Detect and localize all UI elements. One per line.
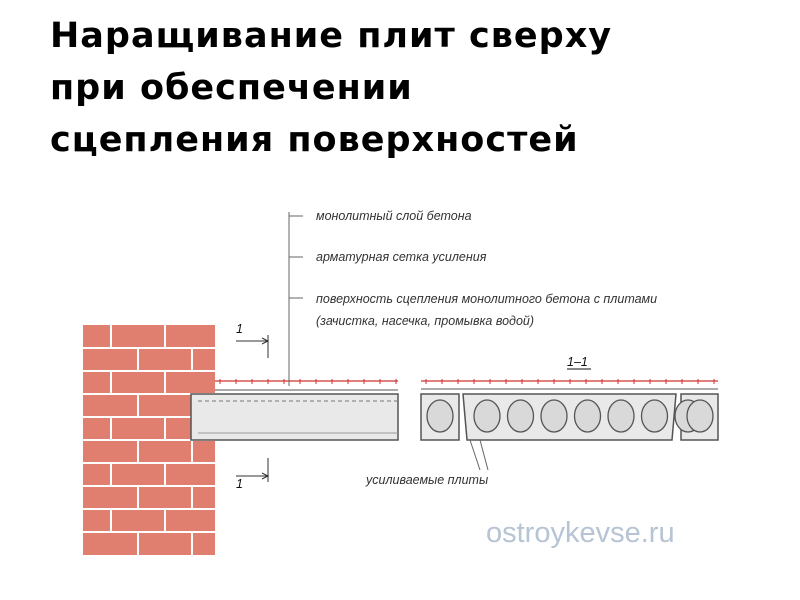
hollow-core [607,399,635,433]
hollow-core [426,399,454,433]
section-1-1 [420,379,719,441]
label-rebar-mesh: арматурная сетка усиления [316,250,487,264]
title-line-2: при обеспечении [50,68,413,108]
title-line-1: Наращивание плит сверху [50,16,613,56]
section-title: 1–1 [567,355,588,369]
hollow-core [573,399,602,433]
hollow-core [506,399,535,433]
watermark: ostroykevse.ru [486,517,675,549]
label-reinforced-slabs: усиливаемые плиты [365,473,488,487]
svg-text:1: 1 [236,322,243,336]
slab-elevation [190,379,399,441]
section-marker-bottom: 1 [236,458,270,491]
label-monolithic-layer: монолитный слой бетона [316,209,472,223]
section-marker-top: 1 [236,322,270,358]
hollow-core [686,399,714,433]
hollow-core [540,399,568,433]
leader-lines [288,212,489,471]
svg-text:1: 1 [236,477,243,491]
label-bond-surface-2: (зачистка, насечка, промывка водой) [316,314,534,328]
title-line-3: сцепления поверхностей [50,120,579,160]
label-bond-surface-1: поверхность сцепления монолитного бетона… [316,292,657,306]
hollow-core [640,399,669,433]
slide-title: Наращивание плит сверху при обеспечении … [50,10,770,166]
hollow-core [473,399,501,433]
